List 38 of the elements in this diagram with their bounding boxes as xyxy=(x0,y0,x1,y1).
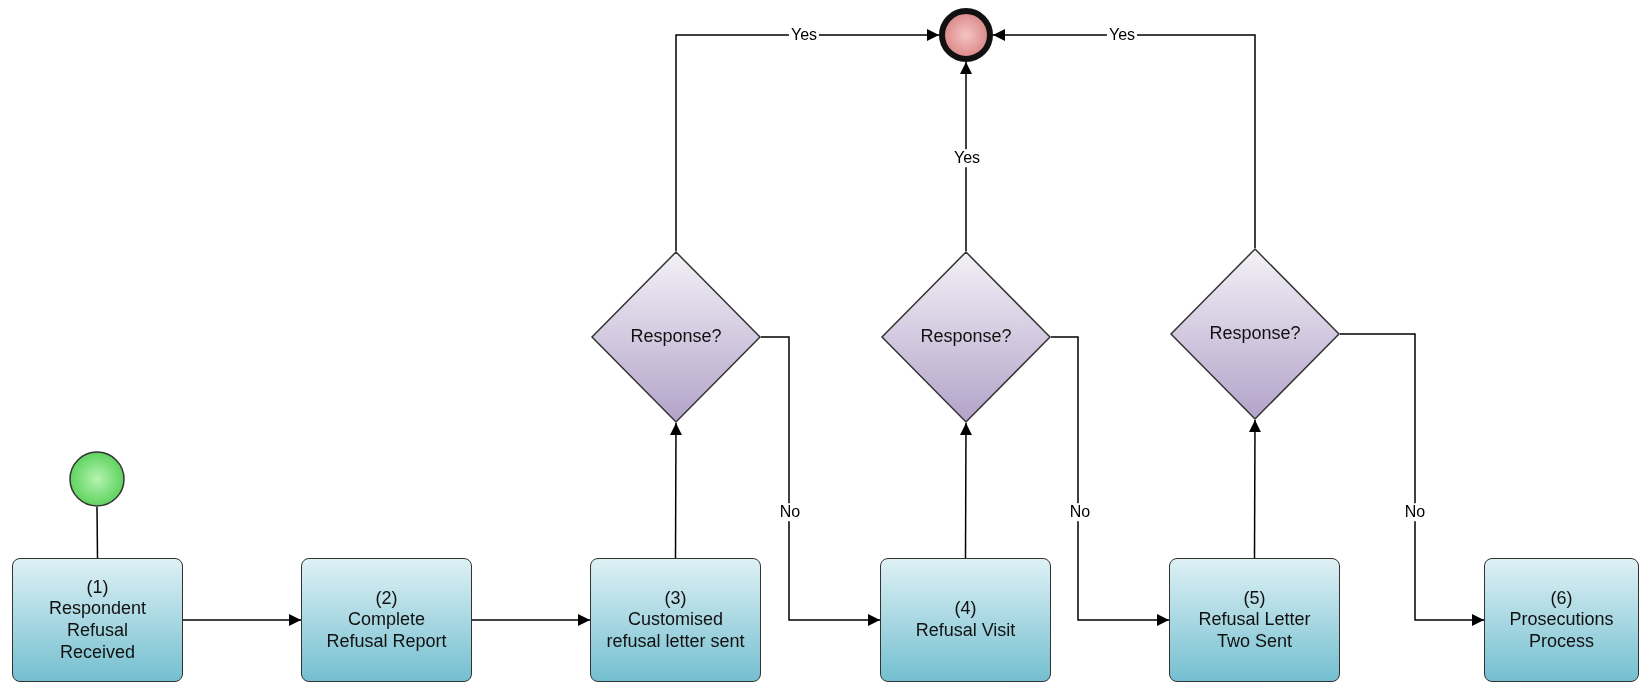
decision-diamond xyxy=(591,251,761,423)
start-circle xyxy=(69,451,125,507)
end-circle xyxy=(939,8,993,62)
node-label: Refusal Letter Two Sent xyxy=(1197,609,1312,653)
arrow xyxy=(182,614,302,626)
arrow xyxy=(669,422,682,559)
arrow xyxy=(675,29,940,252)
node-label: Response? xyxy=(1209,323,1301,345)
arrow xyxy=(471,614,591,626)
node-label: Response? xyxy=(630,326,722,348)
node-label: Refusal Visit xyxy=(915,620,1016,642)
node-label: Complete Refusal Report xyxy=(325,609,448,653)
step-number: (3) xyxy=(664,587,687,610)
node-label: Customised refusal letter sent xyxy=(605,609,746,653)
arrow xyxy=(760,336,881,626)
step-number: (4) xyxy=(954,598,977,620)
arrow xyxy=(992,29,1256,249)
arrow xyxy=(1339,333,1485,626)
step-number: (2) xyxy=(375,587,398,610)
process-box xyxy=(590,558,761,682)
step-number: (6) xyxy=(1550,587,1573,610)
step-number: (5) xyxy=(1243,587,1266,610)
decision-diamond xyxy=(881,251,1051,423)
step-number: (1) xyxy=(86,576,109,599)
process-box xyxy=(301,558,472,682)
process-box xyxy=(1484,558,1639,682)
arrow xyxy=(960,61,972,252)
process-box xyxy=(880,558,1051,682)
arrow xyxy=(1248,419,1261,559)
decision-diamond xyxy=(1170,248,1340,420)
edge-label: Yes xyxy=(951,149,983,167)
process-box xyxy=(1169,558,1340,682)
node-label: Prosecutions Process xyxy=(1508,609,1615,653)
node-label: Response? xyxy=(920,326,1012,348)
process-box xyxy=(12,558,183,682)
arrow xyxy=(959,422,972,559)
arrow xyxy=(1050,336,1170,626)
node-label: Respondent Refusal Received xyxy=(47,598,148,664)
